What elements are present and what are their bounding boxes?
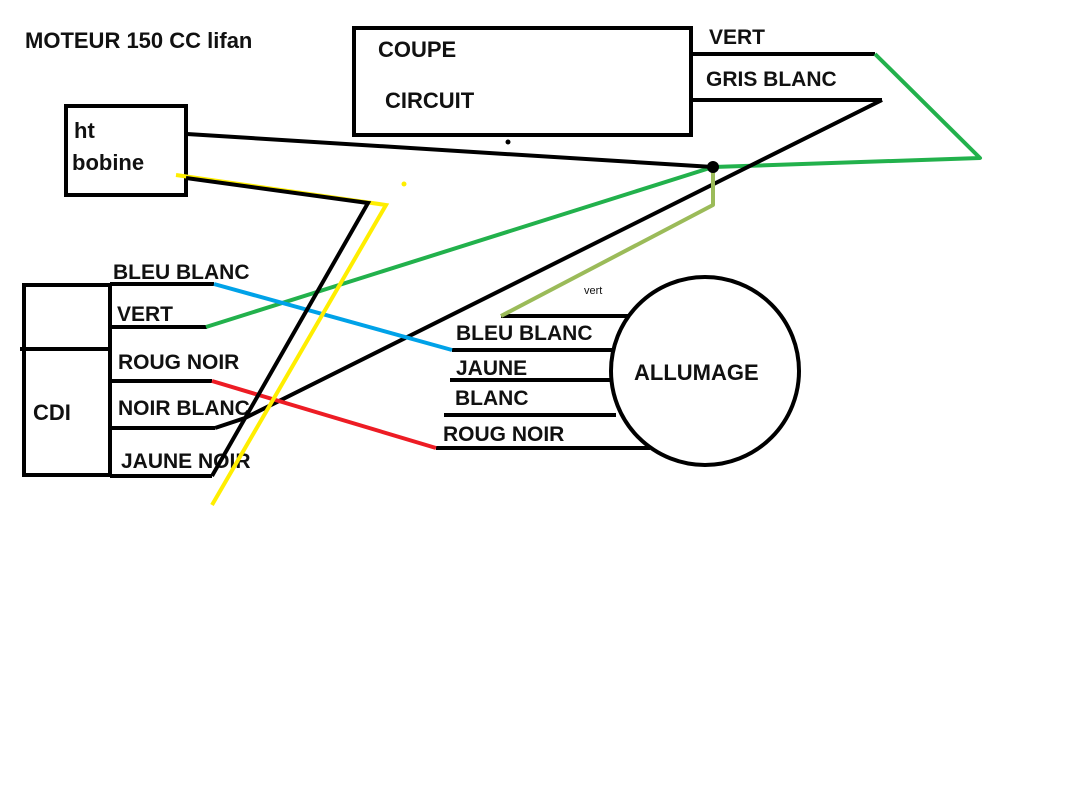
junction-dot [707, 161, 719, 173]
wire-vert [205, 52, 982, 329]
coupe-label-gris-blanc: GRIS BLANC [706, 68, 837, 91]
wire-jaune-noir [185, 176, 372, 477]
stray-dot [505, 139, 511, 145]
allumage-label-bleu-blanc: BLEU BLANC [456, 322, 593, 345]
allumage-label-roug-noir: ROUG NOIR [443, 423, 564, 446]
coupe-circuit-box [352, 26, 693, 137]
cdi-label-bleu-blanc: BLEU BLANC [113, 261, 250, 284]
allumage-label-vert: vert [584, 285, 602, 297]
ht-bobine-label-1: ht [74, 118, 95, 143]
coupe-label-vert: VERT [709, 26, 765, 49]
cdi-box [22, 283, 112, 477]
coupe-circuit-label-2: CIRCUIT [385, 88, 475, 113]
wire-bobine-ground [186, 132, 714, 169]
allumage-label-jaune: JAUNE [456, 357, 527, 380]
wire-vert-allumage [500, 167, 715, 318]
allumage-circle [609, 275, 801, 467]
wire-roug-noir [211, 379, 437, 450]
ht-bobine-label-2: bobine [72, 150, 144, 175]
diagram-title: MOTEUR 150 CC lifan [25, 28, 252, 53]
cdi-label-noir-blanc: NOIR BLANC [118, 397, 250, 420]
allumage-label: ALLUMAGE [634, 360, 759, 385]
stray-yellow-dot [401, 181, 407, 187]
cdi-label-vert: VERT [117, 303, 173, 326]
ht-bobine-box [64, 104, 188, 197]
cdi-label: CDI [33, 400, 71, 425]
allumage-label-blanc: BLANC [455, 387, 529, 410]
cdi-label-roug-noir: ROUG NOIR [118, 351, 239, 374]
wire-bleu-blanc [213, 282, 453, 352]
coupe-circuit-label-1: COUPE [378, 37, 456, 62]
